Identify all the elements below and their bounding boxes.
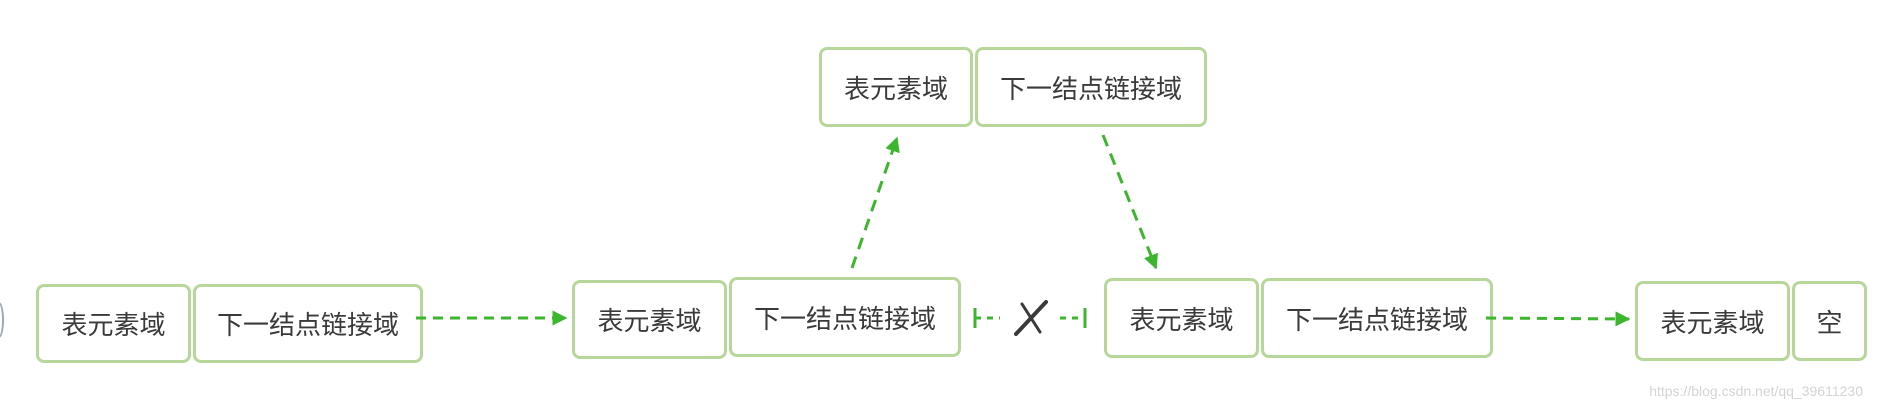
arrow-node2-to-node3 <box>850 136 900 269</box>
node-1-link-field: 下一结点链接域 <box>193 284 423 363</box>
node-2-link-field: 下一结点链接域 <box>729 277 961 357</box>
node-2-data-field: 表元素域 <box>572 280 727 359</box>
broken-link-marker <box>973 300 1087 336</box>
node-1-data-field: 表元素域 <box>36 284 191 363</box>
watermark: https://blog.csdn.net/qq_39611230 <box>1649 383 1863 399</box>
arrow-node4-to-node5 <box>1485 311 1631 327</box>
node-4-link-field: 下一结点链接域 <box>1261 278 1493 358</box>
node-4-data-field: 表元素域 <box>1104 278 1259 358</box>
node-5-link-field: 空 <box>1792 281 1867 361</box>
node-3-link-field: 下一结点链接域 <box>975 47 1207 127</box>
arrow-node3-to-node4 <box>1101 134 1158 270</box>
node-5-data-field: 表元素域 <box>1635 281 1790 361</box>
node-3-data-field: 表元素域 <box>819 47 973 127</box>
